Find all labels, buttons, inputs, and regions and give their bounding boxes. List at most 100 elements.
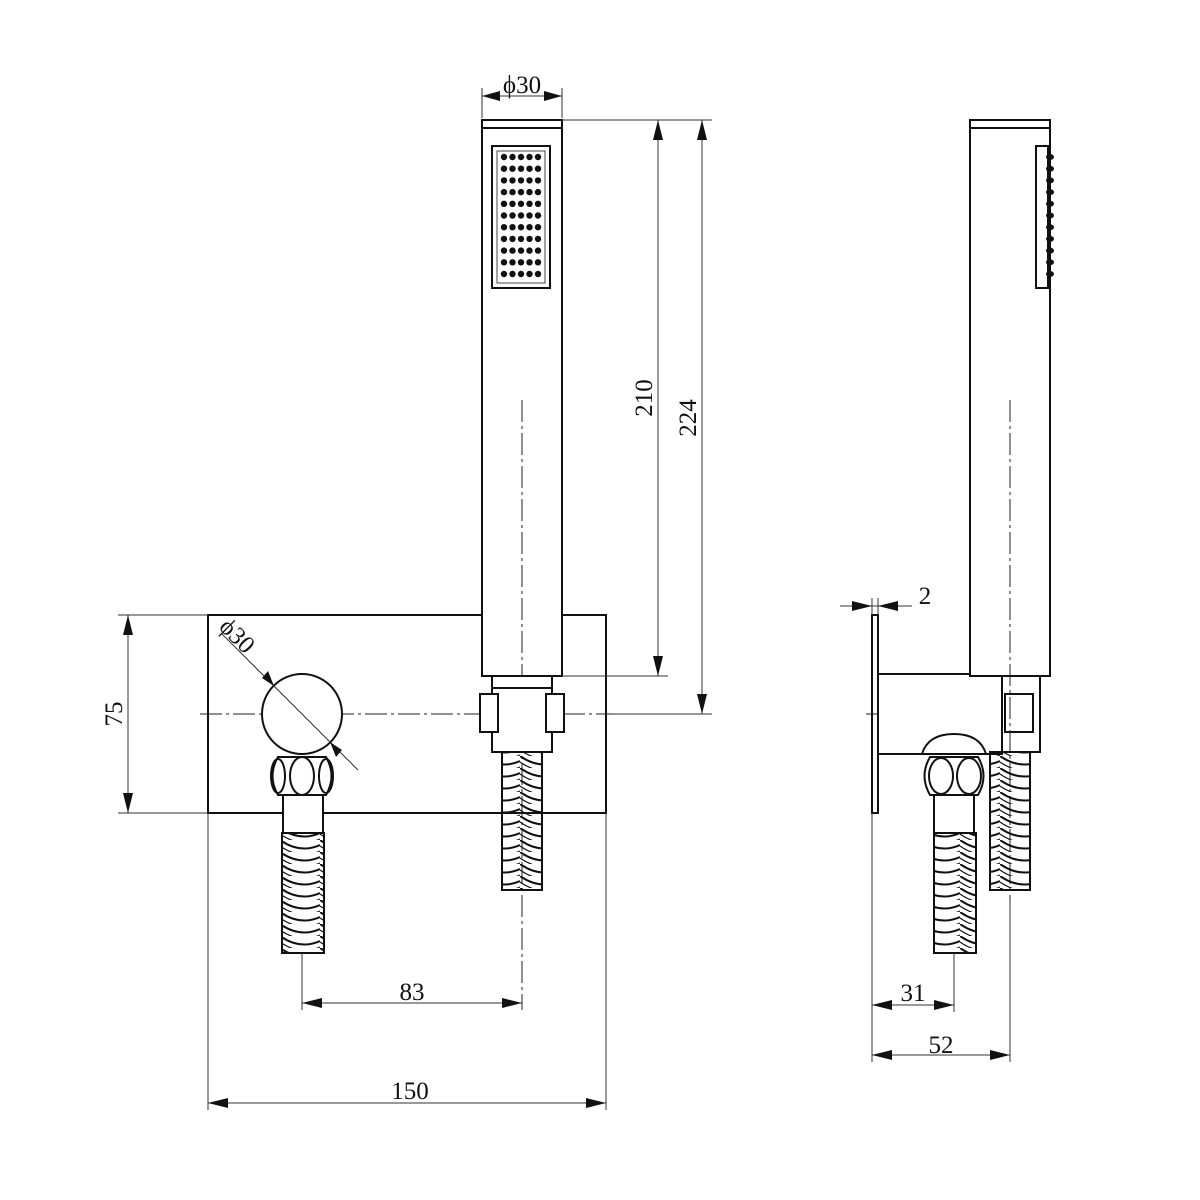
arrow-head-left (482, 91, 500, 101)
spray-nozzle (509, 259, 516, 266)
front-view (200, 119, 612, 1010)
hose-nut (271, 756, 333, 796)
side-spray-nozzle (1046, 259, 1054, 266)
arrow-75-bottom (123, 793, 133, 813)
arrow-75-top (123, 615, 133, 635)
arrow-31-right (934, 1000, 954, 1010)
arrow-150-right (586, 1098, 606, 1108)
arrow-224-bottom (697, 694, 707, 714)
spray-nozzle (509, 200, 516, 207)
side-view (866, 119, 1054, 954)
spray-nozzle (500, 270, 508, 278)
spray-nozzle (526, 270, 533, 278)
spray-nozzle (500, 259, 508, 266)
spray-nozzle (526, 165, 533, 172)
spray-nozzle (534, 153, 542, 161)
arrow-224-top (697, 120, 707, 140)
arrow-head-right (544, 91, 562, 101)
label-plate-thickness: 2 (919, 583, 932, 610)
spray-nozzle (517, 247, 525, 254)
spray-nozzle (509, 165, 516, 172)
spray-nozzle (509, 247, 516, 254)
spray-nozzle (526, 259, 533, 266)
spray-nozzle (517, 177, 525, 184)
spray-nozzle (534, 177, 542, 184)
spray-nozzle (509, 212, 516, 219)
spray-nozzle (517, 188, 525, 196)
side-spray-nozzles (1046, 154, 1054, 277)
side-spray-nozzle (1046, 154, 1054, 160)
spray-nozzle (500, 177, 508, 184)
spray-nozzle (500, 200, 508, 207)
spray-nozzle (509, 235, 516, 243)
side-outlet-hose (933, 832, 977, 954)
label-side-depth: 52 (929, 1032, 954, 1059)
arrow-thickness-right (878, 601, 898, 611)
arrow-83-right (502, 998, 522, 1008)
label-side-outlet-offset: 31 (901, 980, 926, 1007)
side-spray-nozzle (1046, 235, 1054, 242)
spray-nozzle (526, 188, 533, 196)
side-spray-nozzle (1046, 189, 1054, 196)
holder-clip-left (479, 693, 499, 733)
side-spray-nozzle (1046, 200, 1054, 207)
spray-nozzle (526, 177, 533, 184)
label-outlet-diameter: ϕ30 (214, 613, 260, 659)
front-dimensions: ϕ30 210 224 75 ϕ30 83 (101, 72, 712, 1110)
label-plate-height: 75 (101, 702, 128, 727)
arrow-thickness-left (852, 601, 872, 611)
spray-nozzle (526, 247, 533, 254)
spray-nozzle (517, 270, 525, 278)
spray-nozzle (526, 224, 533, 231)
spray-nozzle (517, 153, 525, 161)
spray-nozzle (500, 188, 508, 196)
side-dimensions: 2 31 52 (840, 583, 1011, 1062)
spray-nozzle (534, 235, 542, 243)
spray-nozzle (500, 235, 508, 243)
arrow-31-left (872, 1000, 892, 1010)
spray-nozzles (500, 153, 542, 278)
holder-hose (501, 751, 543, 891)
spray-nozzle (517, 165, 525, 172)
outlet-arrow-upper (262, 671, 274, 686)
arrow-83-left (302, 998, 322, 1008)
side-elbow-dome (920, 732, 988, 755)
spray-nozzle (500, 165, 508, 172)
spray-nozzle (526, 235, 533, 243)
spray-nozzle (509, 188, 516, 196)
arrow-52-left (872, 1050, 892, 1060)
spray-nozzle (534, 247, 542, 254)
arrow-210-top (653, 120, 663, 140)
nut-collar (282, 794, 324, 834)
spray-nozzle (517, 235, 525, 243)
side-spray-nozzle (1046, 177, 1054, 184)
side-spray-nozzle (1046, 271, 1054, 277)
spray-nozzle (509, 270, 516, 278)
spray-nozzle (517, 200, 525, 207)
side-spray-nozzle (1046, 224, 1054, 231)
spray-nozzle (534, 212, 542, 219)
spray-nozzle (517, 259, 525, 266)
spray-nozzle (526, 153, 533, 161)
side-spray-nozzle (1046, 247, 1054, 254)
spray-nozzle (534, 224, 542, 231)
spray-nozzle (534, 200, 542, 207)
spray-nozzle (517, 224, 525, 231)
side-holder-clip (1004, 693, 1034, 733)
outlet-arrow-lower (330, 742, 342, 757)
label-plate-width: 150 (391, 1078, 429, 1105)
side-holder-hose (989, 751, 1031, 891)
spray-nozzle (500, 153, 508, 161)
spray-nozzle (534, 165, 542, 172)
spray-nozzle (534, 270, 542, 278)
spray-nozzle (500, 212, 508, 219)
holder-clip-right (545, 693, 565, 733)
side-nut-collar (933, 794, 975, 834)
side-spray-nozzle (1046, 212, 1054, 219)
outlet-hose (281, 832, 325, 954)
spray-nozzle (517, 212, 525, 219)
spray-nozzle (534, 259, 542, 266)
spray-nozzle (500, 224, 508, 231)
spray-nozzle (526, 212, 533, 219)
